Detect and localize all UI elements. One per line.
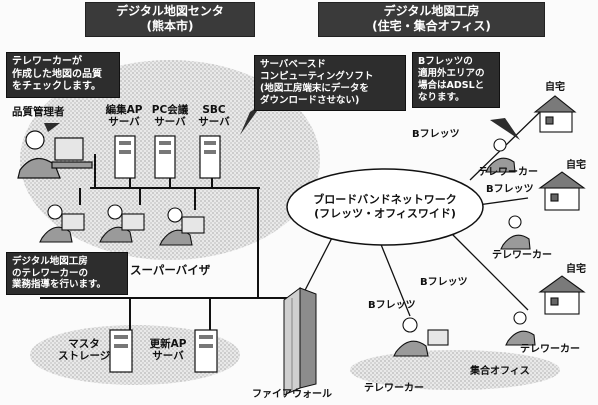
server-label-line: SBC	[202, 104, 226, 116]
bflets-callout-line: なります。	[418, 92, 465, 103]
firewall-icon	[283, 287, 317, 396]
lan-lines	[40, 154, 301, 330]
bflets-link-label: Bフレッツ	[412, 129, 460, 140]
server-label-line: サーバ	[198, 116, 230, 128]
network-label-line2: (フレッツ・オフィスワイド)	[314, 207, 456, 220]
update-ap-server-label: 更新AP サーバ	[144, 338, 192, 362]
teleworker-icons	[393, 138, 536, 357]
server-icons-bottom	[109, 329, 218, 373]
server-label-line: PC会議	[151, 104, 189, 116]
quality-manager-label: 品質管理者	[12, 106, 65, 118]
left-banner-line1: デジタル地図センタ	[116, 4, 224, 18]
supervisor-label: スーパーバイザ	[130, 263, 211, 277]
bflets-link-label: Bフレッツ	[368, 300, 416, 311]
broadband-network-ellipse	[286, 168, 484, 246]
server-label-line: マスタ	[68, 338, 100, 350]
edit-ap-server-label: 編集AP サーバ	[100, 104, 148, 128]
server-label-line: 編集AP	[105, 104, 143, 116]
sbc-callout: サーバベースド コンピューティングソフト (地図工房端末にデータを ダウンロード…	[254, 55, 406, 111]
sbc-server-label: SBC サーバ	[192, 104, 236, 128]
supervisor-callout-line: 業務指導を行います。	[12, 279, 107, 290]
master-storage-label: マスタ ストレージ	[58, 338, 110, 362]
server-label-line: ストレージ	[58, 350, 111, 362]
quality-callout-line: をチェックします。	[12, 81, 101, 92]
quality-callout-line: テレワーカーが	[12, 56, 82, 67]
network-label-line1: ブロードバンドネットワーク	[313, 193, 457, 206]
server-icons-top	[114, 135, 221, 179]
bflets-callout-line: 場合はADSLと	[418, 80, 485, 91]
bflets-link-label: Bフレッツ	[420, 277, 468, 288]
sbc-callout-line: ダウンロードさせない)	[260, 95, 360, 106]
house-icons	[533, 95, 586, 315]
office-cloud	[350, 350, 560, 390]
left-banner: デジタル地図センタ (熊本市)	[85, 2, 255, 37]
firewall-label: ファイアウォール	[252, 389, 332, 400]
server-label-line: 更新AP	[149, 338, 187, 350]
network-label: ブロードバンドネットワーク (フレッツ・オフィスワイド)	[292, 193, 478, 221]
home-label: 自宅	[566, 264, 586, 275]
bflets-callout: Bフレッツの 適用外エリアの 場合はADSLと なります。	[412, 52, 500, 108]
sbc-callout-line: サーバベースド	[260, 59, 326, 70]
supervisor-callout-line: デジタル地図工房	[12, 256, 88, 267]
sbc-callout-line: (地図工房端末にデータを	[260, 83, 369, 94]
right-banner: デジタル地図工房 (住宅・集合オフィス)	[318, 2, 545, 37]
teleworker-label: テレワーカー	[520, 344, 580, 355]
teleworker-label: テレワーカー	[492, 250, 552, 261]
home-label: 自宅	[545, 82, 565, 93]
right-banner-line2: (住宅・集合オフィス)	[372, 19, 491, 33]
teleworker-label: テレワーカー	[364, 383, 424, 394]
worker-person-icons	[39, 204, 205, 246]
left-banner-line2: (熊本市)	[146, 19, 194, 33]
quality-manager-person-icon	[17, 130, 93, 179]
quality-callout: テレワーカーが 作成した地図の品質 をチェックします。	[6, 52, 120, 98]
teleworker-label: テレワーカー	[478, 167, 538, 178]
sbc-callout-line: コンピューティングソフト	[260, 71, 374, 82]
right-banner-line1: デジタル地図工房	[383, 4, 480, 18]
bflets-callout-line: 適用外エリアの	[418, 68, 485, 79]
supervisor-callout: デジタル地図工房 のテレワーカーの 業務指導を行います。	[6, 252, 128, 295]
server-label-line: サーバ	[152, 350, 184, 362]
bflets-callout-line: Bフレッツの	[418, 56, 473, 67]
supervisor-callout-line: のテレワーカーの	[12, 267, 89, 279]
shared-office-label: 集合オフィス	[470, 366, 530, 377]
bflets-link-label: Bフレッツ	[486, 184, 534, 195]
home-label: 自宅	[566, 160, 586, 171]
pc-conference-server-label: PC会議 サーバ	[146, 104, 194, 128]
server-label-line: サーバ	[154, 116, 186, 128]
server-label-line: サーバ	[108, 116, 140, 128]
lower-cloud	[30, 325, 240, 385]
quality-callout-line: 作成した地図の品質	[12, 68, 102, 80]
